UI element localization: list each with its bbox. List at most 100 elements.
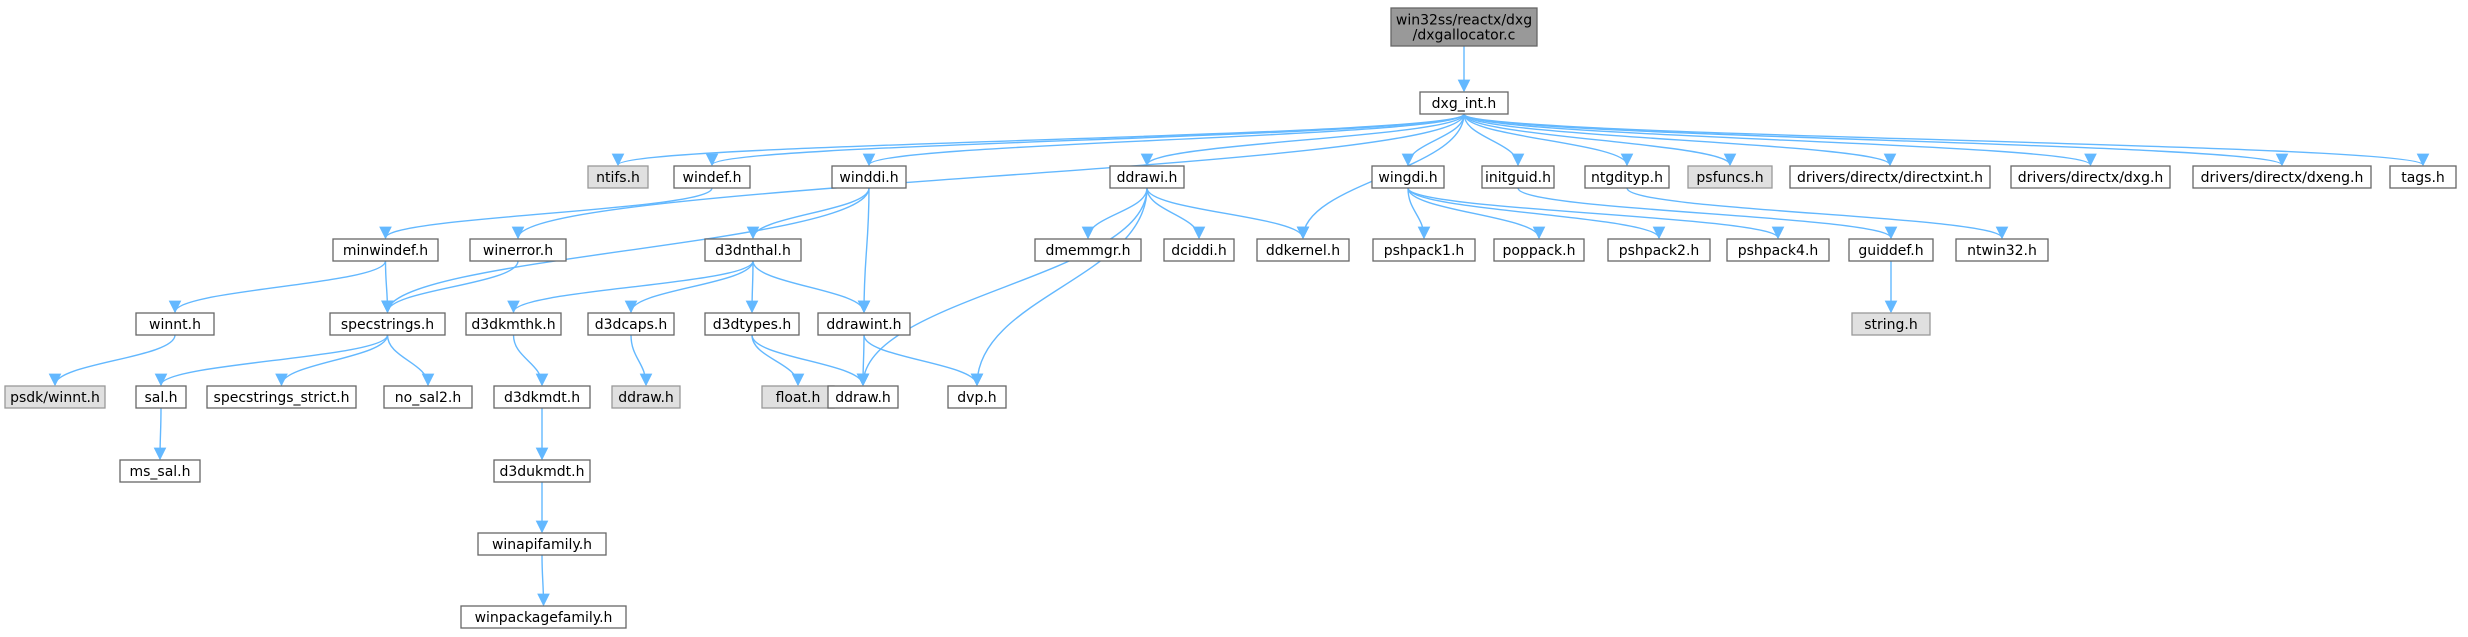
node-ddkernel[interactable]: ddkernel.h [1256, 238, 1350, 262]
node-winerror[interactable]: winerror.h [469, 238, 567, 262]
node-box [119, 459, 201, 483]
node-label: float.h [776, 390, 821, 406]
edge-dxg_int-to-dxeng [1463, 113, 2288, 167]
node-label: windef.h [683, 170, 742, 186]
node-pshpack2[interactable]: pshpack2.h [1607, 238, 1711, 262]
node-dciddi[interactable]: dciddi.h [1163, 238, 1235, 262]
node-box [2010, 165, 2171, 189]
edge-specstrings-to-specstrings_strict [275, 334, 389, 387]
node-d3dnthal[interactable]: d3dnthal.h [704, 238, 802, 262]
node-psfuncs[interactable]: psfuncs.h [1687, 165, 1773, 189]
node-label: ddraw.h [835, 390, 891, 406]
node-no-sal2[interactable]: no_sal2.h [383, 385, 473, 409]
node-box [465, 312, 562, 336]
node-box [383, 385, 473, 409]
node-label: initguid.h [1485, 170, 1551, 186]
node-label: pshpack2.h [1619, 243, 1700, 259]
node-windef[interactable]: windef.h [673, 165, 751, 189]
node-box [1789, 165, 1991, 189]
node-dxg-int[interactable]: dxg_int.h [1419, 91, 1509, 115]
node-winddi[interactable]: winddi.h [831, 165, 907, 189]
node-tags[interactable]: tags.h [2389, 165, 2457, 189]
node-box [2192, 165, 2372, 189]
edge-wingdi-to-pshpack1 [1407, 187, 1431, 240]
node-sal[interactable]: sal.h [135, 385, 187, 409]
edge-minwindef-to-winnt [168, 260, 387, 314]
node-ntifs[interactable]: ntifs.h [587, 165, 649, 189]
node-psdk-winnt[interactable]: psdk/winnt.h [4, 385, 106, 409]
node-wingdi[interactable]: wingdi.h [1371, 165, 1445, 189]
node-box [1371, 165, 1445, 189]
edge-d3dcaps-to-ddraw_ext [630, 334, 653, 387]
node-ntgdityp[interactable]: ntgdityp.h [1584, 165, 1670, 189]
edge-dxg_int-to-ddrawi [1140, 113, 1465, 167]
node-initguid[interactable]: initguid.h [1481, 165, 1555, 189]
node-box [469, 238, 567, 262]
edge-d3dnthal-to-ddrawint [752, 260, 871, 314]
node-d3dkmdt[interactable]: d3dkmdt.h [493, 385, 591, 409]
node-minwindef[interactable]: minwindef.h [332, 238, 439, 262]
node-guiddef[interactable]: guiddef.h [1848, 238, 1934, 262]
node-ntwin32[interactable]: ntwin32.h [1955, 238, 2049, 262]
node-dvp[interactable]: dvp.h [947, 385, 1007, 409]
node-ddrawint[interactable]: ddrawint.h [817, 312, 911, 336]
node-specstrings-strict[interactable]: specstrings_strict.h [206, 385, 357, 409]
edge-wingdi-to-poppack [1407, 187, 1546, 240]
node-dxg-h[interactable]: drivers/directx/dxg.h [2010, 165, 2171, 189]
node-label: dciddi.h [1171, 243, 1226, 259]
node-winpackagefamily[interactable]: winpackagefamily.h [460, 605, 627, 629]
node-d3dukmdt[interactable]: d3dukmdt.h [493, 459, 591, 483]
node-box [1390, 7, 1538, 47]
edge-winddi-to-ddrawint [857, 187, 871, 314]
node-ms-sal[interactable]: ms_sal.h [119, 459, 201, 483]
edge-sal-to-ms_sal [153, 407, 167, 461]
node-pshpack4[interactable]: pshpack4.h [1726, 238, 1830, 262]
node-ddraw-ext[interactable]: ddraw.h [611, 385, 681, 409]
edge-ddrawint-to-ddraw [856, 334, 870, 387]
edge-minwindef-to-specstrings [381, 260, 394, 314]
node-label: winnt.h [149, 317, 201, 333]
node-ddrawi[interactable]: ddrawi.h [1109, 165, 1185, 189]
node-box [206, 385, 357, 409]
node-ddraw[interactable]: ddraw.h [827, 385, 899, 409]
node-label: winddi.h [839, 170, 898, 186]
node-string-h[interactable]: string.h [1851, 312, 1931, 336]
edge-dxg_int-to-dxg_h [1463, 113, 2097, 167]
node-label: d3dkmthk.h [471, 317, 555, 333]
edge-specstrings-to-sal [154, 334, 389, 387]
node-box [329, 312, 446, 336]
node-dmemmgr[interactable]: dmemmgr.h [1034, 238, 1142, 262]
node-label: win32ss/reactx/dxg [1396, 13, 1532, 29]
node-pshpack1[interactable]: pshpack1.h [1372, 238, 1476, 262]
node-label: d3dnthal.h [715, 243, 791, 259]
edge-ddrawi-to-ddraw [856, 187, 1148, 387]
node-d3dtypes[interactable]: d3dtypes.h [704, 312, 800, 336]
node-directxint[interactable]: drivers/directx/directxint.h [1789, 165, 1991, 189]
edge-ddrawi-to-ddkernel [1146, 187, 1310, 240]
node-label: winpackagefamily.h [475, 610, 613, 626]
node-box [817, 312, 911, 336]
node-float-h[interactable]: float.h [761, 385, 835, 409]
edge-dxg_int-to-tags [1463, 113, 2429, 167]
edge-initguid-to-guiddef [1517, 187, 1898, 240]
node-poppack[interactable]: poppack.h [1493, 238, 1585, 262]
node-label: guiddef.h [1858, 243, 1923, 259]
node-d3dcaps[interactable]: d3dcaps.h [587, 312, 675, 336]
node-label: ddkernel.h [1266, 243, 1340, 259]
node-d3dkmthk[interactable]: d3dkmthk.h [465, 312, 562, 336]
edge-d3dkmthk-to-d3dkmdt [512, 334, 549, 387]
node-label: psdk/winnt.h [10, 390, 100, 406]
node-box [704, 312, 800, 336]
node-box [1419, 91, 1509, 115]
edge-dxg_int-to-directxint [1463, 113, 1897, 167]
node-winnt[interactable]: winnt.h [135, 312, 215, 336]
edge-dxg_int-to-windef [706, 113, 1465, 167]
node-box [1584, 165, 1670, 189]
node-dxeng[interactable]: drivers/directx/dxeng.h [2192, 165, 2372, 189]
node-box [1256, 238, 1350, 262]
node-winapifamily[interactable]: winapifamily.h [477, 532, 607, 556]
edge-winddi-to-specstrings [381, 187, 870, 314]
node-label: drivers/directx/dxg.h [2018, 170, 2164, 186]
node-label: specstrings.h [341, 317, 434, 333]
node-specstrings[interactable]: specstrings.h [329, 312, 446, 336]
